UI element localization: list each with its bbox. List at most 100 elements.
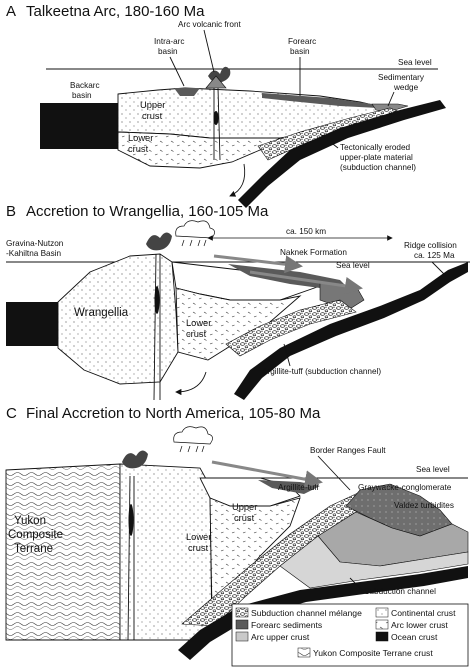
panel-b-lower-crust: [175, 287, 302, 361]
panel-b-left-ocean-crust: [6, 302, 58, 346]
panel-a-title: Talkeetna Arc, 180-160 Ma: [26, 3, 205, 20]
panel-b-flow-arrow: [175, 371, 207, 396]
panel-c-upper-crust-label-1: Upper: [232, 502, 257, 512]
panel-c-sea-level-label: Sea level: [416, 465, 450, 474]
panel-a-lower-crust: [117, 131, 282, 169]
panel-c-transport-arrow: [211, 460, 323, 489]
legend-melange-label: Subduction channel mélange: [251, 608, 362, 618]
panel-a-arc-front-leader: [203, 29, 215, 73]
panel-a: A Talkeetna Arc, 180-160 Ma Sea level Ar…: [6, 3, 446, 208]
panel-c-arc-conduit: [127, 475, 135, 641]
legend-swatch-yukon: [297, 647, 311, 658]
panel-c-subduction-channel-leader: [349, 577, 363, 591]
legend-swatch-arc-upper: [235, 631, 249, 642]
panel-a-arc-front-label: Arc volcanic front: [178, 20, 242, 29]
legend-swatch-melange: [235, 607, 249, 618]
panel-a-magma-body: [213, 111, 219, 125]
panel-c-rain-cloud: [173, 426, 213, 445]
panel-c-border-ranges-leader: [317, 455, 351, 491]
panel-b-lower-crust-label-2: crust: [186, 329, 207, 339]
panel-c-lower-crust-label-1: Lower: [186, 532, 211, 542]
panel-a-upper-crust-label-2: crust: [142, 111, 163, 121]
panel-b-transport-arrow-1: [213, 254, 303, 274]
panel-c-magma-body: [128, 504, 134, 536]
panel-a-intra-arc-fill: [174, 88, 200, 96]
legend-yukon-label: Yukon Composite Terrane crust: [313, 648, 433, 658]
panel-a-backarc-label-1: Backarc: [70, 81, 100, 90]
legend-continental-label: Continental crust: [391, 608, 456, 618]
panel-a-sed-wedge-label-1: Sedimentary: [378, 73, 425, 82]
panel-c-subduction-channel-label: Subduction channel: [364, 587, 436, 596]
panel-c-subduction-channel: [279, 535, 469, 589]
panel-b-wrangellia-label: Wrangellia: [74, 307, 129, 319]
legend-ocean-label: Ocean crust: [391, 632, 438, 642]
panel-b-title: Accretion to Wrangellia, 160-105 Ma: [26, 203, 269, 220]
panel-a-volcano: [205, 75, 227, 89]
panel-b-arc-conduit: [153, 253, 161, 401]
panel-a-backarc-ocean-crust: [40, 103, 118, 149]
panel-c-border-ranges-label: Border Ranges Fault: [310, 446, 386, 455]
panel-a-ocean-slab: [238, 100, 446, 208]
panel-a-flow-arrow: [229, 163, 246, 197]
panel-c-yukon-label-3: Terrane: [14, 543, 53, 555]
panel-b-gravina-label-1: Gravina-Nutzon: [6, 239, 64, 248]
panel-c-letter: C: [6, 405, 17, 422]
panel-a-eroded-leader: [319, 133, 339, 149]
legend: Subduction channel mélange Continental c…: [231, 603, 469, 667]
panel-a-lower-crust-label-2: crust: [128, 144, 149, 154]
panel-b-argillite-leader: [283, 343, 291, 367]
legend-forearc-label: Forearc sediments: [251, 620, 322, 630]
panel-a-forearc-sediments: [262, 93, 378, 108]
panel-b-distance-label: ca. 150 km: [286, 227, 326, 236]
panel-a-upper-crust-label-1: Upper: [140, 100, 165, 110]
panel-a-eroded-label-1: Tectonically eroded: [340, 143, 411, 152]
panel-c-title: Final Accretion to North America, 105-80…: [26, 405, 321, 422]
panel-a-backarc-label-2: basin: [72, 91, 92, 100]
legend-box: [231, 603, 469, 667]
panel-b-ridge-label-2: ca. 125 Ma: [414, 251, 455, 260]
legend-arc-upper-label: Arc upper crust: [251, 632, 310, 642]
panel-b: B Accretion to Wrangellia, 160-105 Ma Gr…: [6, 203, 470, 401]
panel-b-sea-level-label: Sea level: [336, 261, 370, 270]
panel-a-letter: A: [6, 3, 16, 20]
panel-a-eroded-label-2: upper-plate material: [340, 153, 413, 162]
panel-b-gravina-label-2: -Kahiltna Basin: [6, 249, 62, 258]
panel-b-subduction-channel: [225, 299, 357, 357]
panel-b-volcano-plume: [146, 232, 172, 251]
panel-a-forearc-label-1: Forearc: [288, 37, 316, 46]
panel-b-letter: B: [6, 203, 16, 220]
panel-b-ridge-leader: [431, 261, 447, 277]
panel-c-argillite-label: Argillite-tuff: [278, 483, 320, 492]
panel-c: C Final Accretion to North America, 105-…: [5, 405, 469, 660]
panel-a-sea-level-label: Sea level: [398, 58, 432, 67]
panel-c-ocean-slab: [178, 566, 468, 660]
panel-c-yukon-label-1: Yukon: [14, 515, 46, 527]
legend-swatch-arc-lower: [375, 619, 389, 630]
panel-b-transport-arrow-2: [249, 270, 363, 295]
panel-c-rain: [179, 445, 205, 453]
panel-a-sed-wedge-label-2: wedge: [393, 83, 419, 92]
panel-a-forearc-label-2: basin: [290, 47, 310, 56]
panel-b-rain-cloud: [175, 220, 215, 239]
panel-a-intra-arc-label-1: Intra-arc: [154, 37, 184, 46]
panel-c-graywacke-label: Graywacke-conglomerate: [358, 483, 452, 492]
panel-a-eroded-label-3: (subduction channel): [340, 163, 416, 172]
legend-swatch-forearc: [235, 619, 249, 630]
panel-c-upper-crust-label-2: crust: [234, 513, 255, 523]
panel-c-valdez-label: Valdez turbidites: [394, 501, 454, 510]
panel-b-magma-body: [154, 286, 160, 314]
panel-b-lower-crust-label-1: Lower: [186, 318, 211, 328]
legend-arc-lower-label: Arc lower crust: [391, 620, 448, 630]
panel-c-yukon-label-2: Composite: [8, 529, 63, 541]
legend-swatch-ocean: [375, 631, 389, 642]
panel-b-argillite-label: Argillite-tuff (subduction channel): [262, 367, 381, 376]
panel-b-ridge-label-1: Ridge collision: [404, 241, 457, 250]
panel-c-lower-crust-label-2: crust: [188, 543, 209, 553]
panel-c-volcano-plume: [122, 450, 148, 469]
panel-a-arc-conduit: [213, 87, 221, 161]
panel-b-ocean-slab: [234, 262, 468, 400]
panel-b-naknek-label: Naknek Formation: [280, 248, 347, 257]
panel-a-lower-crust-label-1: Lower: [128, 133, 153, 143]
panel-a-intra-arc-leader: [169, 56, 185, 87]
